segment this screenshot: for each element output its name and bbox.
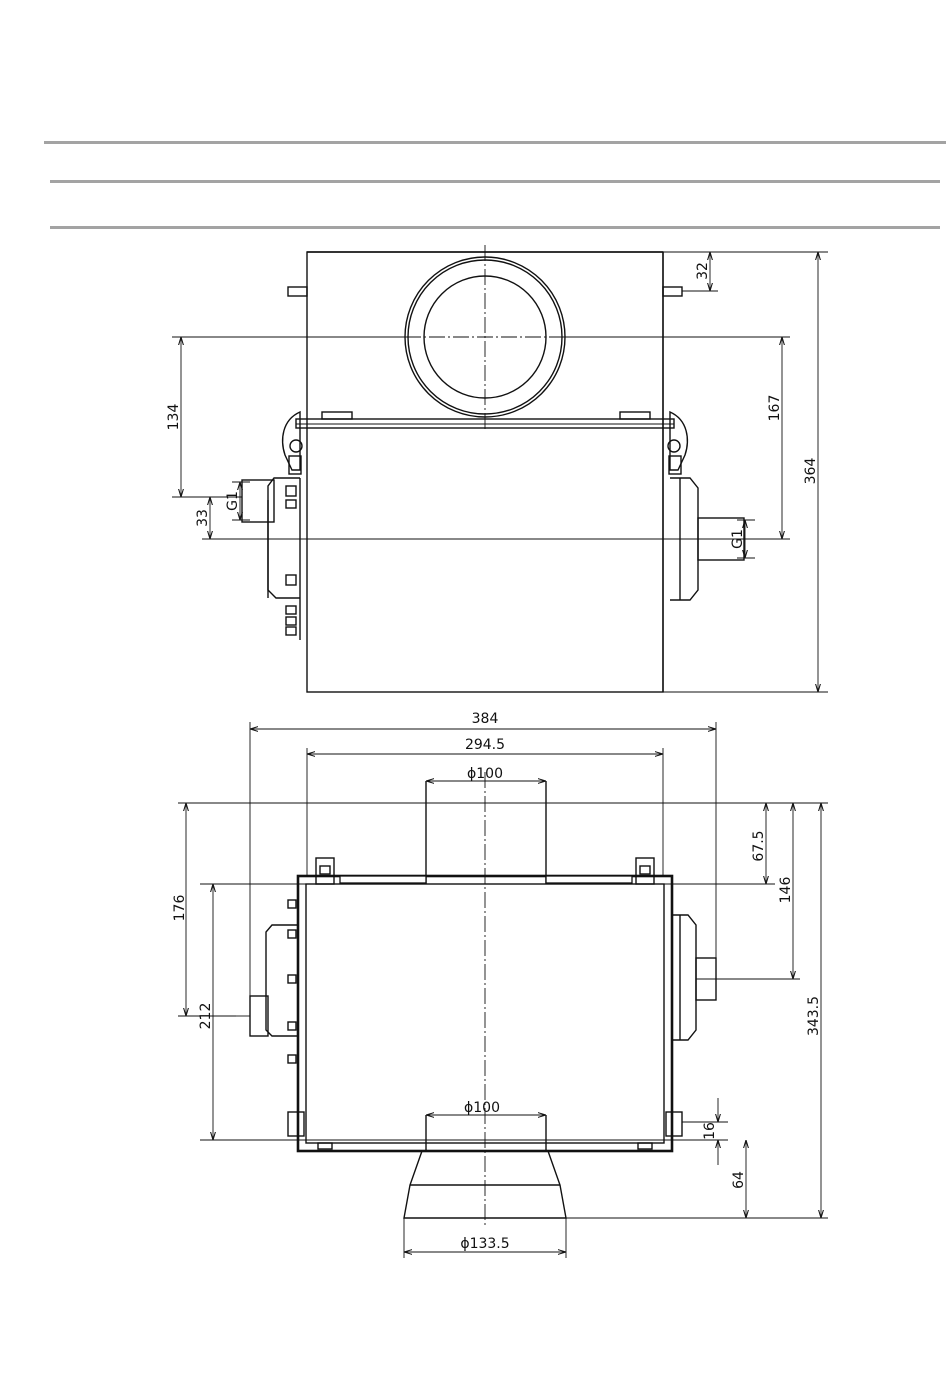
dim-32: 32 bbox=[695, 262, 711, 280]
dim-67-5: 67.5 bbox=[751, 830, 767, 861]
dim-364: 364 bbox=[803, 458, 819, 485]
dim-33: 33 bbox=[195, 509, 211, 527]
dim-212: 212 bbox=[198, 1003, 214, 1030]
dim-343-5: 343.5 bbox=[806, 996, 822, 1036]
dim-g1-right: G1 bbox=[730, 529, 746, 549]
dim-dia100-top: ϕ100 bbox=[467, 766, 503, 782]
dim-294-5: 294.5 bbox=[465, 737, 505, 753]
side-view: 32 134 167 364 G1 33 G1 bbox=[166, 245, 828, 692]
dim-dia100-bottom: ϕ100 bbox=[464, 1100, 500, 1116]
dim-176: 176 bbox=[172, 895, 188, 922]
dim-16: 16 bbox=[702, 1122, 718, 1140]
dim-384: 384 bbox=[472, 711, 499, 727]
dim-146: 146 bbox=[778, 877, 794, 904]
dim-64: 64 bbox=[731, 1171, 747, 1189]
dim-167: 167 bbox=[767, 395, 783, 422]
front-view: 384 294.5 ϕ100 176 67.5 146 212 343.5 ϕ1… bbox=[172, 711, 828, 1258]
dim-dia133-5: ϕ133.5 bbox=[460, 1236, 509, 1252]
dim-g1-left: G1 bbox=[225, 491, 241, 511]
dim-134: 134 bbox=[166, 404, 182, 431]
